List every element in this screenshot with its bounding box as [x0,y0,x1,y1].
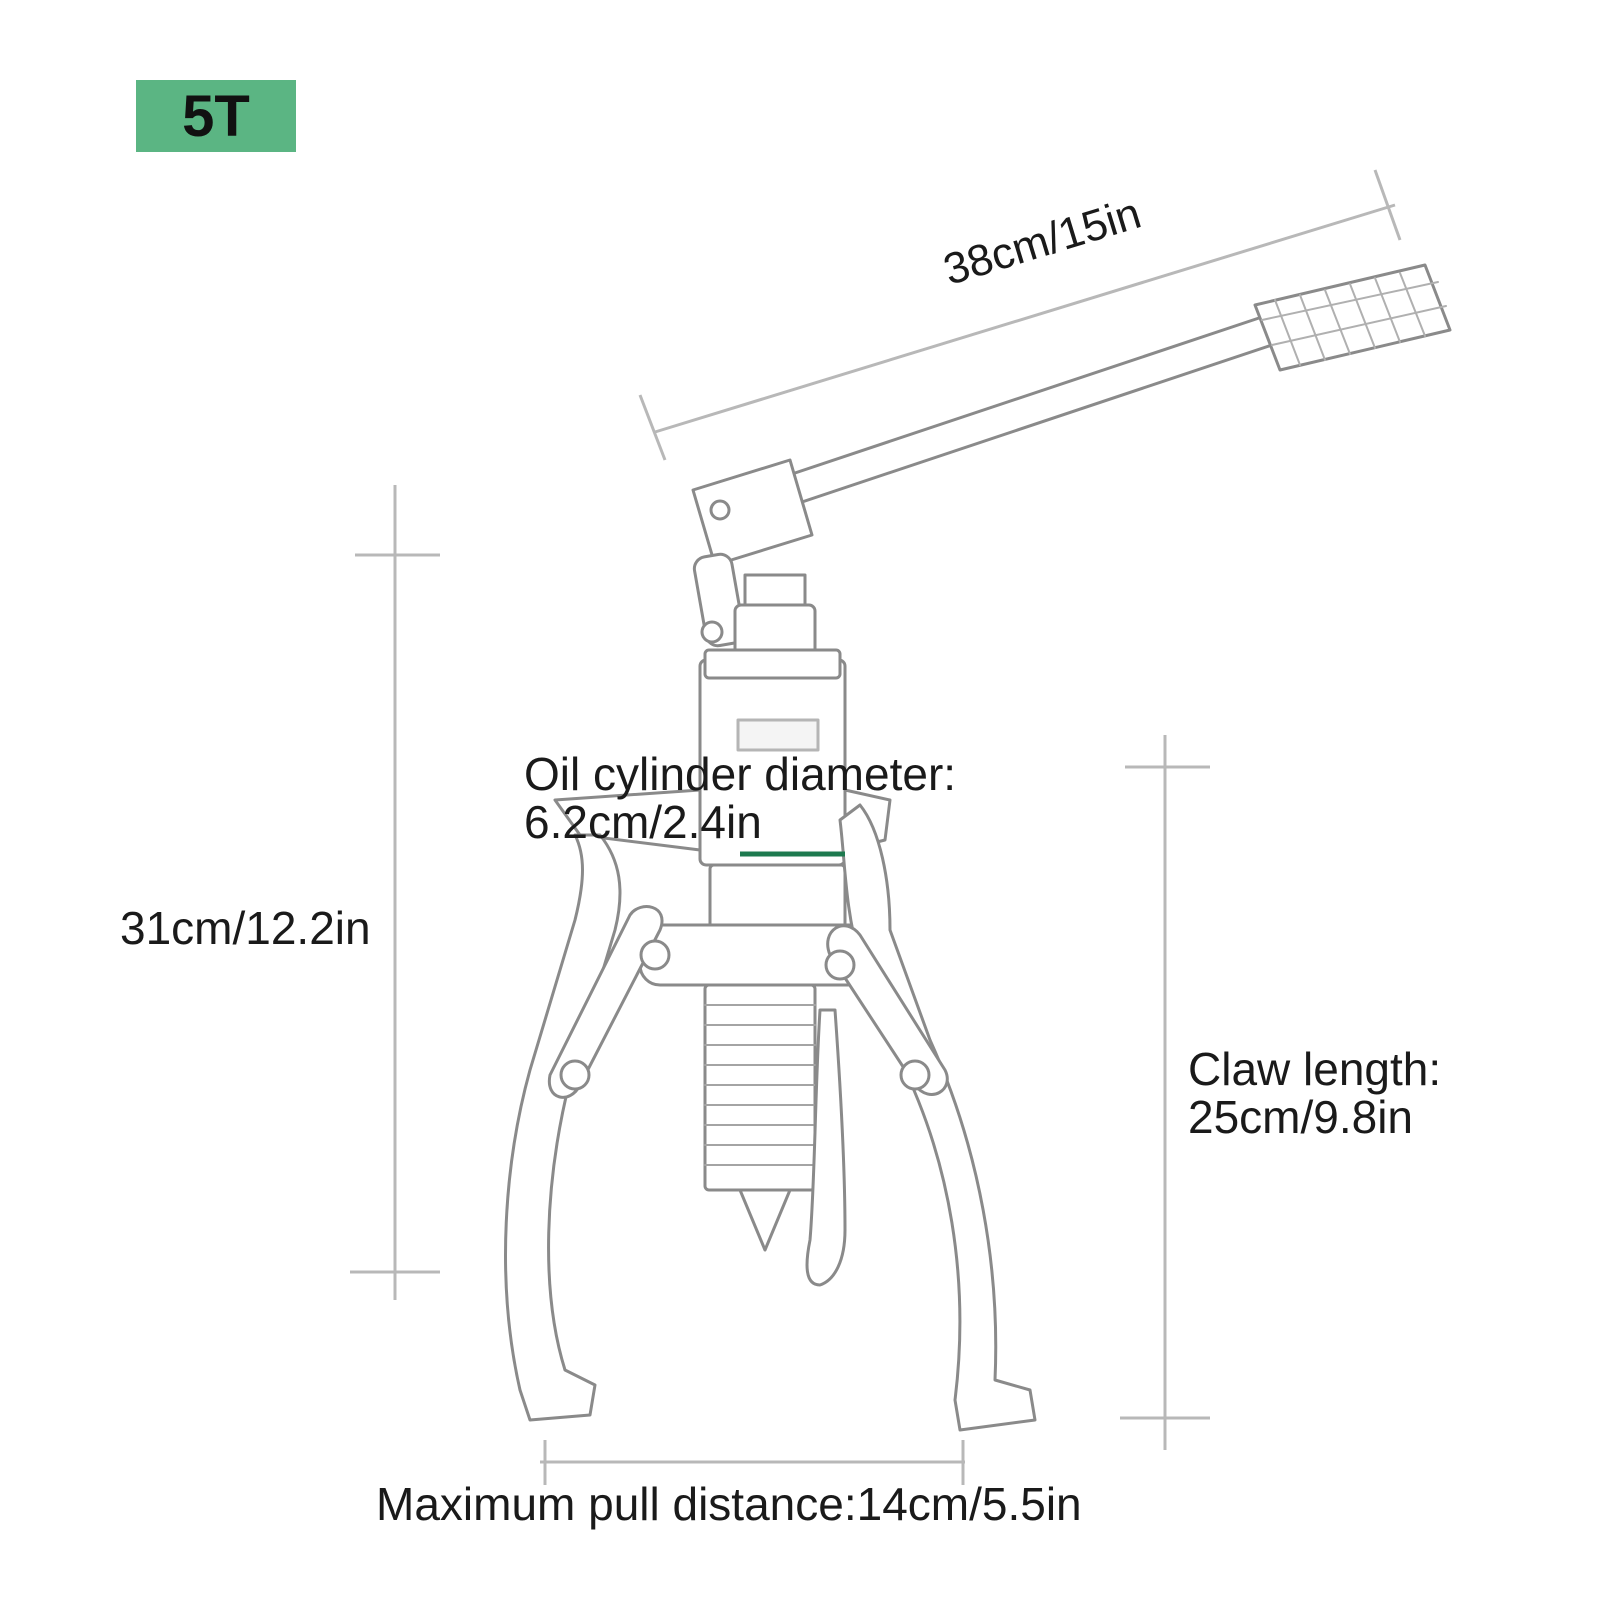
handle-grip [1253,263,1452,372]
tool-outline [504,263,1452,1432]
right-arm-pin-bottom [899,1059,931,1091]
total-height-label: 31cm/12.2in [120,904,371,952]
rear-jaw [805,1008,847,1287]
left-arm-link [547,905,664,1099]
right-jaw [838,803,1037,1432]
linkage-pin-top [709,499,731,521]
cylinder-label-plate [736,718,820,752]
left-jaw [504,833,622,1422]
linkage-pin [700,620,724,644]
dimension-lines [350,169,1402,1485]
handle-dimension-tick-left [638,394,667,461]
handle-dimension-line [654,203,1396,434]
claw-length-label: Claw length: 25cm/9.8in [1188,1045,1441,1141]
cylinder-diameter-label: Oil cylinder diameter: 6.2cm/2.4in [524,750,956,846]
cylinder-diameter-title: Oil cylinder diameter: [524,748,957,800]
screw-shaft [703,983,817,1192]
right-arm-pin-top [824,949,856,981]
tonnage-badge: 5T [136,80,296,152]
max-pull-distance-label: Maximum pull distance:14cm/5.5in [376,1480,1082,1528]
cylinder-cap [703,648,842,680]
screw-tip [738,1188,792,1252]
handle-dimension-tick-right [1373,169,1402,241]
left-arm-pin-bottom [559,1059,591,1091]
handle-bar [766,315,1274,512]
tonnage-badge-text: 5T [182,83,250,149]
total-height-text: 31cm/12.2in [120,902,371,954]
cylinder-diameter-value: 6.2cm/2.4in [524,796,762,848]
claw-length-value: 25cm/9.8in [1188,1091,1414,1143]
right-arm-link [826,924,949,1096]
left-arm-pin-top [639,939,671,971]
max-pull-distance-text: Maximum pull distance:14cm/5.5in [376,1478,1082,1530]
claw-length-title: Claw length: [1188,1043,1442,1095]
handle-socket [691,458,814,567]
